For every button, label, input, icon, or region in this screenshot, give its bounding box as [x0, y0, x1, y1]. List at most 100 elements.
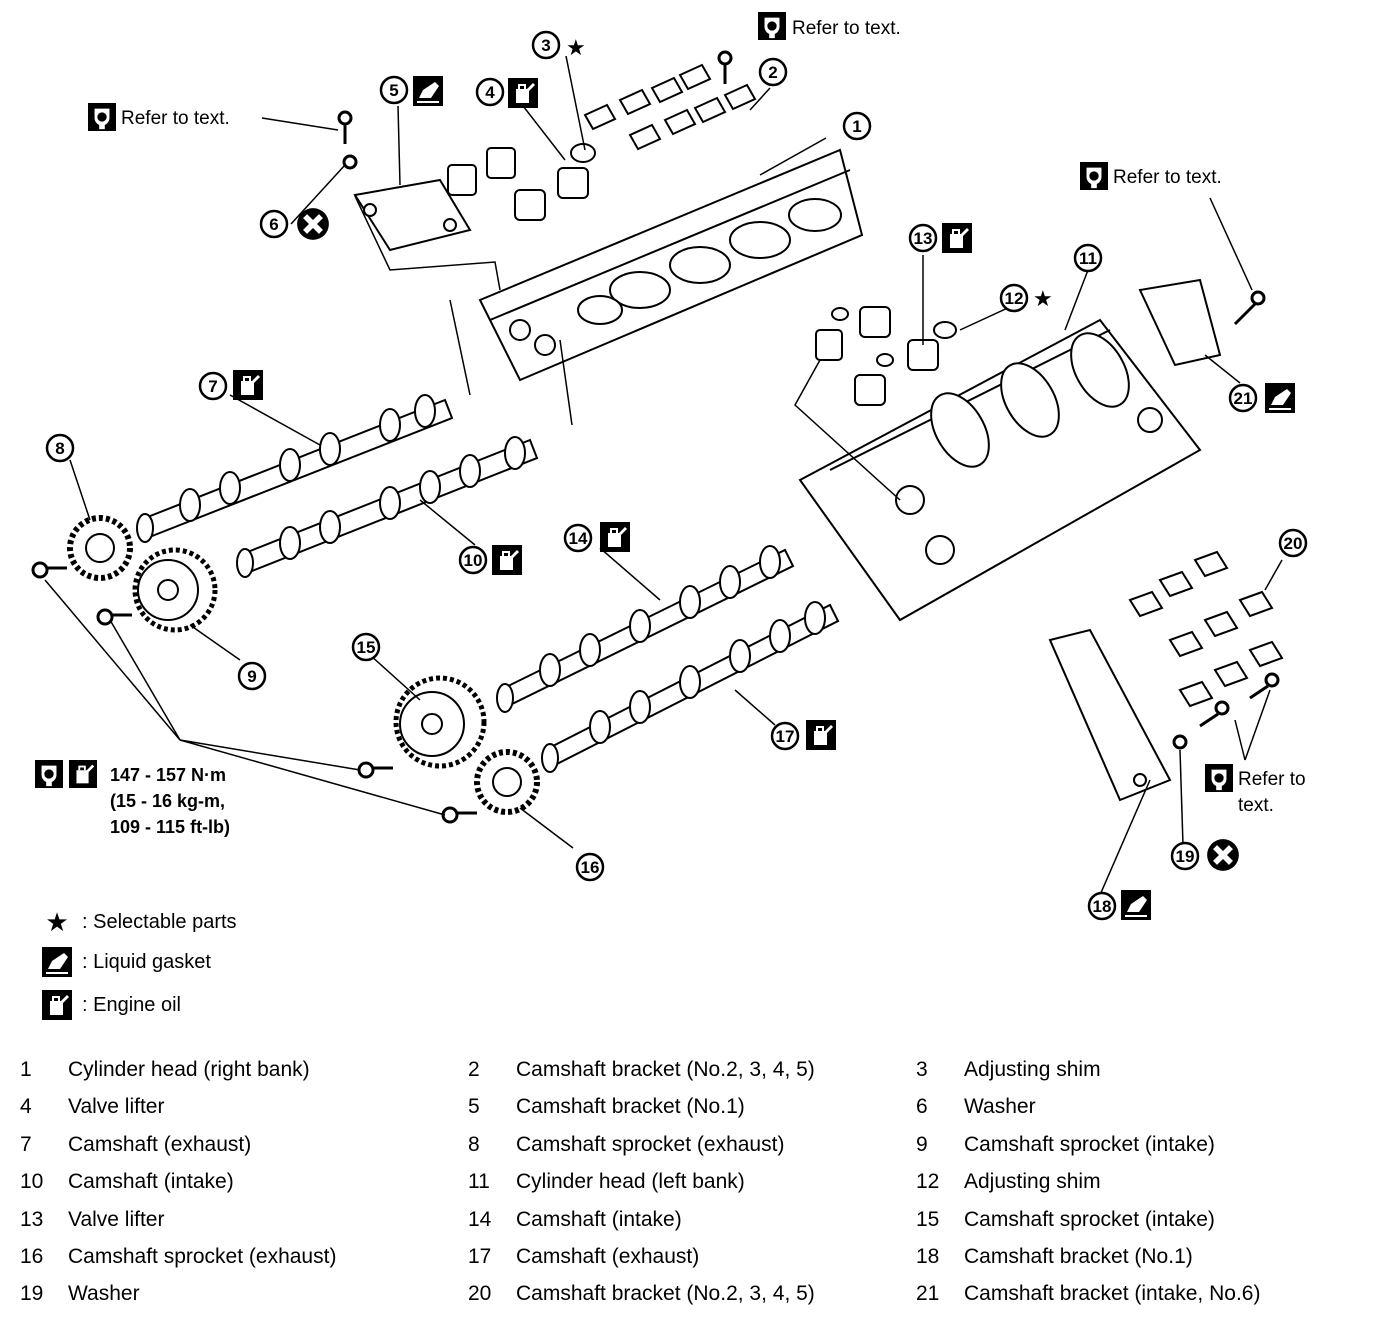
marker-2: 2: [758, 57, 788, 87]
exploded-diagram: Refer to text. Refer to text. Refer to t…: [31, 12, 1308, 921]
wrench-icon: [1080, 162, 1108, 190]
marker-3: 3: [531, 30, 561, 60]
liquid-gasket-icon: [413, 76, 443, 106]
marker-label: 5: [389, 81, 398, 100]
part-name: Camshaft sprocket (intake): [964, 1207, 1215, 1231]
marker-18: 18: [1087, 891, 1117, 921]
part-name: Camshaft sprocket (exhaust): [68, 1245, 337, 1268]
legend-label: : Engine oil: [82, 993, 181, 1016]
marker-15: 15: [351, 632, 381, 662]
part-number: 13: [20, 1207, 44, 1231]
part-number: 7: [20, 1132, 32, 1156]
torque-line-2: (15 - 16 kg-m,: [110, 791, 225, 811]
marker-10: 10: [458, 545, 488, 575]
part-name: Adjusting shim: [964, 1058, 1101, 1081]
camshaft-brackets-no2-5-right: [583, 63, 757, 151]
part-number: 17: [468, 1245, 492, 1268]
marker-label: 21: [1234, 389, 1253, 408]
part-name: Camshaft (exhaust): [68, 1132, 252, 1156]
camshaft-intake-right: [236, 436, 539, 578]
marker-label: 15: [357, 638, 376, 657]
camshaft-intake-left: [496, 545, 795, 713]
legend-engine-oil: : Engine oil: [40, 988, 181, 1022]
marker-label: 18: [1093, 897, 1112, 916]
marker-7: 7: [198, 371, 228, 401]
part-name: Camshaft (intake): [68, 1170, 234, 1194]
liquid-gasket-icon: [1121, 890, 1151, 920]
star-icon: ★: [566, 35, 586, 60]
part-name: Camshaft (intake): [516, 1207, 682, 1231]
part-name: Cylinder head (right bank): [68, 1058, 310, 1081]
part-number: 9: [916, 1132, 928, 1156]
legend-liquid-gasket: : Liquid gasket: [40, 945, 211, 979]
marker-label: 3: [541, 36, 550, 55]
part-number: 1: [20, 1058, 32, 1081]
cylinder-head-right-bank: [478, 148, 864, 382]
marker-label: 14: [569, 529, 588, 548]
marker-label: 17: [776, 727, 795, 746]
part-number: 3: [916, 1058, 928, 1081]
part-number: 21: [916, 1282, 940, 1306]
star-icon: ★: [45, 906, 69, 937]
engine-oil-icon: [40, 988, 74, 1022]
discard-icon: [1207, 839, 1239, 871]
part-number: 14: [468, 1207, 492, 1231]
part-number: 6: [916, 1095, 928, 1119]
marker-11: 11: [1073, 243, 1103, 273]
legend-label: : Liquid gasket: [82, 950, 211, 973]
marker-label: 6: [269, 215, 278, 234]
refer-text-split-2: text.: [1238, 795, 1274, 816]
part-name: Camshaft (exhaust): [516, 1245, 700, 1268]
engine-oil-icon: [492, 545, 522, 575]
valve-lifters-left: [815, 306, 957, 406]
marker-label: 7: [208, 377, 217, 396]
marker-14: 14: [563, 523, 593, 553]
marker-label: 9: [247, 667, 256, 686]
engine-oil-icon: [600, 522, 630, 552]
marker-label: 2: [768, 63, 777, 82]
bolts: [31, 50, 1280, 824]
wrench-icon: [1205, 764, 1233, 792]
part-name: Camshaft bracket (No.2, 3, 4, 5): [516, 1058, 815, 1081]
torque-line-1: 147 - 157 N·m: [110, 765, 226, 785]
marker-19: 19: [1170, 841, 1200, 871]
camshaft-bracket-no1-left: [1048, 628, 1172, 802]
refer-text-left: Refer to text.: [121, 108, 230, 129]
part-number: 2: [468, 1058, 480, 1081]
sprocket-intake-right: [132, 547, 218, 633]
legend-selectable: ★ : Selectable parts: [40, 905, 236, 939]
part-number: 18: [916, 1245, 940, 1268]
liquid-gasket-icon: [40, 945, 74, 979]
camshaft-exhaust-right: [136, 394, 454, 543]
part-name: Valve lifter: [68, 1207, 165, 1231]
marker-6: 6: [259, 209, 289, 239]
wrench-icon: [758, 12, 786, 40]
marker-9: 9: [237, 661, 267, 691]
part-name: Washer: [964, 1095, 1036, 1119]
refer-text-split-1: Refer to: [1238, 769, 1306, 790]
marker-label: 16: [581, 858, 600, 877]
marker-20: 20: [1278, 528, 1308, 558]
marker-4: 4: [475, 77, 505, 107]
engine-oil-icon: [69, 760, 97, 788]
part-number: 11: [468, 1170, 490, 1194]
refer-text-top: Refer to text.: [792, 18, 901, 39]
marker-label: 20: [1284, 534, 1303, 553]
star-icon: ★: [1033, 286, 1053, 311]
part-name: Camshaft sprocket (intake): [964, 1132, 1215, 1156]
torque-line-3: 109 - 115 ft-lb): [110, 817, 230, 837]
marker-label: 4: [485, 83, 495, 102]
valve-lifters-right: [447, 143, 596, 221]
part-number: 8: [468, 1132, 480, 1156]
part-number: 16: [20, 1245, 44, 1268]
engine-oil-icon: [806, 720, 836, 750]
part-name: Camshaft sprocket (exhaust): [516, 1132, 785, 1156]
marker-label: 1: [852, 117, 861, 136]
engine-oil-icon: [233, 370, 263, 400]
part-name: Camshaft bracket (No.1): [964, 1245, 1193, 1268]
part-number: 5: [468, 1095, 480, 1119]
part-name: Camshaft bracket (No.1): [516, 1095, 745, 1119]
refer-text-right: Refer to text.: [1113, 167, 1222, 188]
marker-5: 5: [379, 75, 409, 105]
